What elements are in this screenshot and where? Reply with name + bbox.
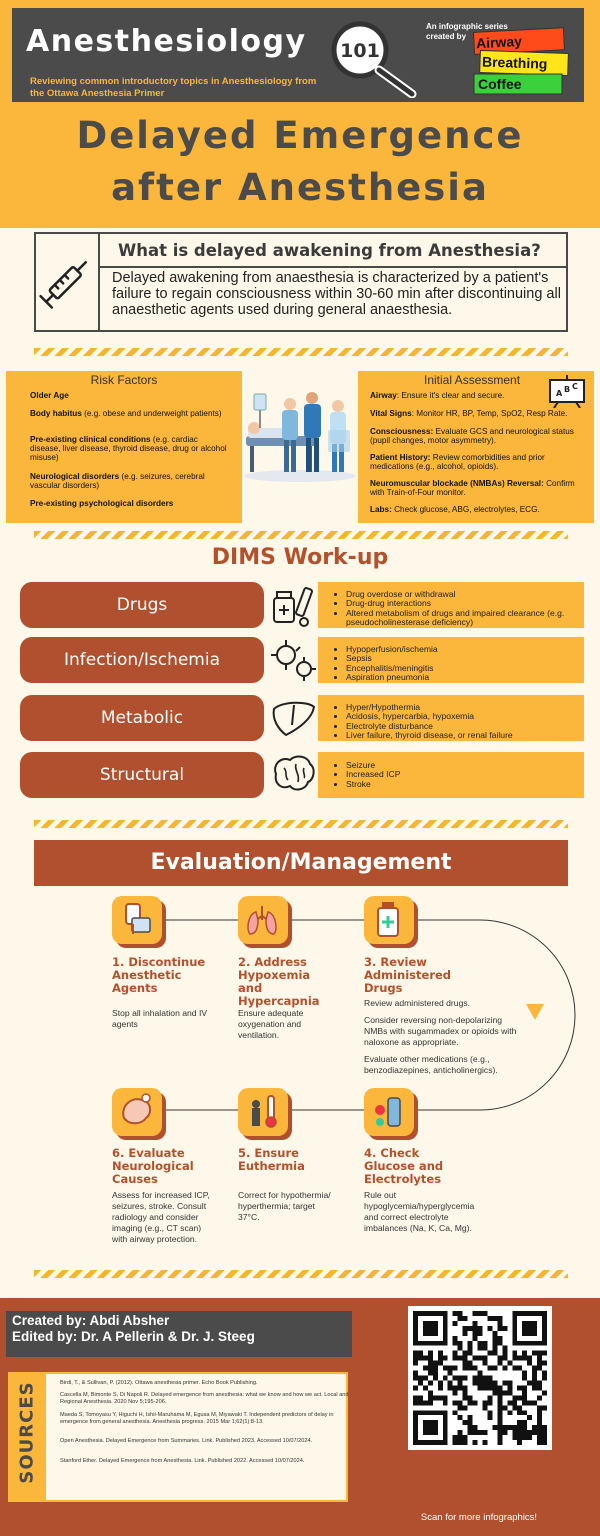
step5-icon-tile	[238, 1088, 288, 1136]
source-item: Stanford Ether. Delayed Emergence from A…	[60, 1458, 305, 1464]
dims-metabolic-label: Metabolic	[20, 695, 264, 741]
dims-title: DIMS Work-up	[211, 545, 389, 570]
step3-body: Review administered drugs. Consider reve…	[364, 998, 517, 1075]
dims-structural-bullets: Seizure Increased ICP Stroke	[318, 752, 584, 798]
liver-icon	[272, 701, 316, 737]
pills-icon	[273, 587, 313, 627]
abc-board-icon: A B C	[549, 375, 585, 408]
definition-icon-cell	[36, 234, 100, 330]
head-brain-icon	[122, 1093, 152, 1125]
step3-icon-tile	[364, 896, 414, 944]
assessment-item: Labs: Check glucose, ABG, electrolytes, …	[370, 505, 540, 514]
step2-icon-tile	[238, 896, 288, 944]
syringe-icon	[39, 260, 88, 309]
step2-body: Ensure adequate oxygenation and ventilat…	[238, 1008, 304, 1040]
iv-bag-icon	[125, 903, 151, 934]
dims-structural-label: Structural	[20, 752, 264, 798]
svg-text:Airway: Airway	[476, 33, 523, 51]
sources-box: Birdi, T., & Sullivan, P. (2012). Ottawa…	[8, 1372, 349, 1502]
dims-drugs-bullets: Drug overdose or withdrawal Drug-drug in…	[318, 582, 584, 628]
credits: Created by: Abdi Absher Edited by: Dr. A…	[6, 1311, 352, 1357]
step2-title: 2. Address Hypoxemia and Hypercapnia	[238, 955, 320, 1008]
risk-item: Pre-existing psychological disorders	[30, 499, 174, 508]
assessment-item: Airway: Ensure it's clear and secure.	[370, 391, 505, 400]
svg-text:B: B	[564, 385, 570, 394]
definition-box: What is delayed awakening from Anesthesi…	[34, 232, 568, 332]
svg-text:Breathing: Breathing	[482, 54, 548, 72]
step6-icon-tile	[112, 1088, 162, 1136]
clinicians-illustration	[244, 392, 356, 482]
lab-test-icon	[375, 1097, 401, 1127]
risk-item: Body habitus (e.g. obese and underweight…	[30, 409, 222, 418]
step1-icon-tile	[112, 896, 162, 944]
risk-item: Older Age	[30, 391, 69, 400]
brain-icon	[274, 755, 315, 791]
step4-icon-tile	[364, 1088, 414, 1136]
risk-item: Neurological disorders (e.g. seizures, c…	[30, 472, 205, 490]
source-item: Cascella M, Bimonte S, Di Napoli R. Dela…	[60, 1392, 349, 1405]
assessment-heading: Initial Assessment	[424, 373, 521, 387]
magnifier-icon: 101	[331, 21, 417, 98]
assessment-item: Patient History: Review comorbidities an…	[370, 453, 545, 471]
step5-body: Correct for hypothermia/ hyperthermia; t…	[238, 1190, 331, 1222]
abc-cards-logo: Airway Breathing Coffee	[472, 27, 569, 95]
assessment-item: Neuromuscular blockade (NMBAs) Reversal:…	[370, 479, 575, 497]
step1-title: 1. Discontinue Anesthetic Agents	[112, 955, 206, 995]
step1-body: Stop all inhalation and IV agents	[112, 1008, 208, 1029]
source-item: Birdi, T., & Sullivan, P. (2012). Ottawa…	[60, 1380, 258, 1386]
qr-code[interactable]	[408, 1306, 552, 1450]
medicine-bottle-icon	[377, 902, 399, 937]
series-title: Anesthesiology	[26, 24, 307, 59]
assessment-item: Consciousness: Evaluate GCS and neurolog…	[370, 427, 574, 445]
process-flow-line	[138, 919, 576, 1111]
assessment-item: Vital Signs: Monitor HR, BP, Temp, SpO2,…	[370, 409, 568, 418]
svg-text:Coffee: Coffee	[478, 76, 522, 92]
virus-icon	[271, 640, 316, 681]
source-item: Open Anesthesia. Delayed Emergence from …	[60, 1438, 313, 1444]
qr-caption: Scan for more infographics!	[420, 1512, 538, 1523]
series-credit-text: An infographic series created by	[426, 22, 508, 41]
step3-title: 3. Review Administered Drugs	[364, 955, 452, 995]
step4-body: Rule out hypoglycemia/hyperglycemia and …	[364, 1190, 475, 1233]
divider	[34, 348, 568, 356]
divider	[34, 531, 568, 539]
lungs-icon	[247, 906, 277, 935]
risk-factors-box: Risk Factors Older Age Body habitus (e.g…	[6, 371, 242, 523]
divider	[34, 820, 568, 828]
step4-title: 4. Check Glucose and Electrolytes	[364, 1146, 444, 1186]
step5-title: 5. Ensure Euthermia	[238, 1146, 305, 1173]
svg-text:C: C	[572, 382, 578, 391]
step6-title: 6. Evaluate Neurological Causes	[112, 1146, 194, 1186]
definition-question: What is delayed awakening from Anesthesi…	[100, 234, 566, 268]
sources-label: SOURCES	[8, 1372, 46, 1502]
risk-item: Pre-existing clinical conditions (e.g. c…	[30, 435, 227, 462]
dims-infection-label: Infection/Ischemia	[20, 637, 264, 683]
dims-drugs-label: Drugs	[20, 582, 264, 628]
series-subtitle: Reviewing common introductory topics in …	[30, 76, 317, 99]
risk-factors-heading: Risk Factors	[90, 373, 158, 387]
svg-text:A: A	[556, 389, 563, 398]
badge-101: 101	[340, 40, 380, 62]
step6-body: Assess for increased ICP, seizures, stro…	[112, 1190, 210, 1244]
dims-infection-bullets: Hypoperfusion/ischemia Sepsis Encephalit…	[318, 637, 584, 683]
definition-answer: Delayed awakening from anaesthesia is ch…	[112, 270, 561, 318]
thermometer-icon	[252, 1095, 277, 1128]
divider	[34, 1270, 568, 1278]
source-item: Maeda S, Tomoyasu Y, Higuchi H, Ishii-Ma…	[60, 1412, 334, 1425]
evaluation-title: Evaluation/Management	[34, 840, 568, 886]
dims-metabolic-bullets: Hyper/Hypothermia Acidosis, hypercarbia,…	[318, 695, 584, 741]
page-title: Delayed Emergence after Anesthesia	[76, 114, 524, 209]
